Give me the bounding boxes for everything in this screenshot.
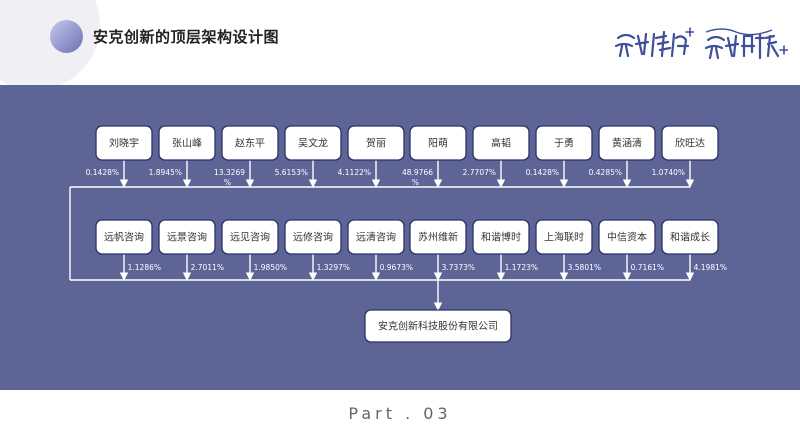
entity-node: 远修咨询 xyxy=(284,219,342,255)
entity-label: 远清咨询 xyxy=(356,231,396,244)
entity-node: 上海联时 xyxy=(535,219,593,255)
share-percentage-label: 1.1286% xyxy=(128,263,161,272)
share-percentage-label: 1.8945% xyxy=(149,168,182,177)
entity-box xyxy=(598,125,656,161)
entity-label: 远景咨询 xyxy=(167,231,207,244)
share-percentage-label: 2.7011% xyxy=(191,263,224,272)
share-percentage-label: 3.5801% xyxy=(568,263,601,272)
entity-label: 于勇 xyxy=(554,138,574,150)
entity-box xyxy=(409,125,467,161)
entity-box xyxy=(158,219,216,255)
entity-node: 刘晓宇 xyxy=(95,125,153,161)
entity-node: 和谐成长 xyxy=(661,219,719,255)
share-percentage-label: 1.3297% xyxy=(317,263,350,272)
share-percentage-label: 0.9673% xyxy=(380,263,413,272)
entity-node: 高韬 xyxy=(472,125,530,161)
yunshang-finance-logo xyxy=(704,28,788,60)
entity-node: 远见咨询 xyxy=(221,219,279,255)
entity-node: 贺丽 xyxy=(347,125,405,161)
entity-label: 中信资本 xyxy=(607,231,647,244)
share-percentage-label: 1.0740% xyxy=(652,168,685,177)
share-percentage-label: 1.9850% xyxy=(254,263,287,272)
entity-node: 远帆咨询 xyxy=(95,219,153,255)
entity-box xyxy=(598,219,656,255)
share-percentage-label: 4.1122% xyxy=(338,168,371,177)
entity-label: 和谐成长 xyxy=(670,232,710,244)
entity-label: 安克创新科技股份有限公司 xyxy=(378,320,498,333)
entity-box xyxy=(472,219,530,255)
entity-box xyxy=(409,219,467,255)
entity-box xyxy=(535,125,593,161)
share-percentage-label: 0.1428% xyxy=(86,168,119,177)
entity-node: 赵东平 xyxy=(221,125,279,161)
entity-node: 黄涵清 xyxy=(598,125,656,161)
entity-box xyxy=(221,125,279,161)
entity-node: 欣旺达 xyxy=(661,125,719,161)
entity-box xyxy=(472,125,530,161)
entity-node: 中信资本 xyxy=(598,219,656,255)
entity-label: 高韬 xyxy=(491,137,511,150)
share-percentage-label: 4.1981% xyxy=(694,263,727,272)
entity-box xyxy=(535,219,593,255)
entity-box xyxy=(284,125,342,161)
entity-box xyxy=(284,219,342,255)
entity-node: 安克创新科技股份有限公司 xyxy=(364,309,512,343)
entity-node: 苏州维新 xyxy=(409,219,467,255)
yunshang-lawyer-logo xyxy=(614,27,694,58)
share-percentage-label: 2.7707% xyxy=(463,168,496,177)
entity-label: 上海联时 xyxy=(544,231,584,244)
share-percentage-label: 0.4285% xyxy=(589,168,622,177)
entity-box xyxy=(661,219,719,255)
share-percentage-label: 0.1428% xyxy=(526,168,559,177)
entity-box xyxy=(158,125,216,161)
entity-box xyxy=(347,219,405,255)
entity-node: 远景咨询 xyxy=(158,219,216,255)
entity-label: 和谐博时 xyxy=(481,231,521,244)
entity-box xyxy=(95,219,153,255)
share-percentage-label: 48.9766% xyxy=(402,168,433,187)
entity-label: 远修咨询 xyxy=(293,231,333,244)
entity-label: 阳萌 xyxy=(428,137,448,150)
entity-node: 阳萌 xyxy=(409,125,467,161)
entity-box xyxy=(364,309,512,343)
entity-label: 吴文龙 xyxy=(298,137,328,150)
entity-label: 远帆咨询 xyxy=(104,231,144,244)
entity-box xyxy=(95,125,153,161)
entity-label: 张山峰 xyxy=(172,138,202,150)
share-percentage-label: 5.6153% xyxy=(275,168,308,177)
entity-box xyxy=(661,125,719,161)
entity-label: 远见咨询 xyxy=(230,231,270,244)
entity-label: 贺丽 xyxy=(366,138,386,150)
entity-label: 苏州维新 xyxy=(418,231,458,244)
entity-label: 黄涵清 xyxy=(612,137,642,150)
share-percentage-label: 13.3269% xyxy=(214,168,245,187)
entity-label: 赵东平 xyxy=(235,137,265,150)
entity-box xyxy=(347,125,405,161)
entity-node: 于勇 xyxy=(535,125,593,161)
entity-node: 远清咨询 xyxy=(347,219,405,255)
entity-node: 吴文龙 xyxy=(284,125,342,161)
share-percentage-label: 0.7161% xyxy=(631,263,664,272)
share-percentage-label: 3.7373% xyxy=(442,263,475,272)
entity-node: 和谐博时 xyxy=(472,219,530,255)
page-title: 安克创新的顶层架构设计图 xyxy=(93,28,280,46)
entity-node: 张山峰 xyxy=(158,125,216,161)
title-bullet-icon xyxy=(50,20,83,53)
part-label: Part . 03 xyxy=(348,404,452,423)
entity-label: 欣旺达 xyxy=(675,137,705,150)
share-percentage-label: 1.1723% xyxy=(505,263,538,272)
entity-box xyxy=(221,219,279,255)
entity-label: 刘晓宇 xyxy=(109,137,139,150)
